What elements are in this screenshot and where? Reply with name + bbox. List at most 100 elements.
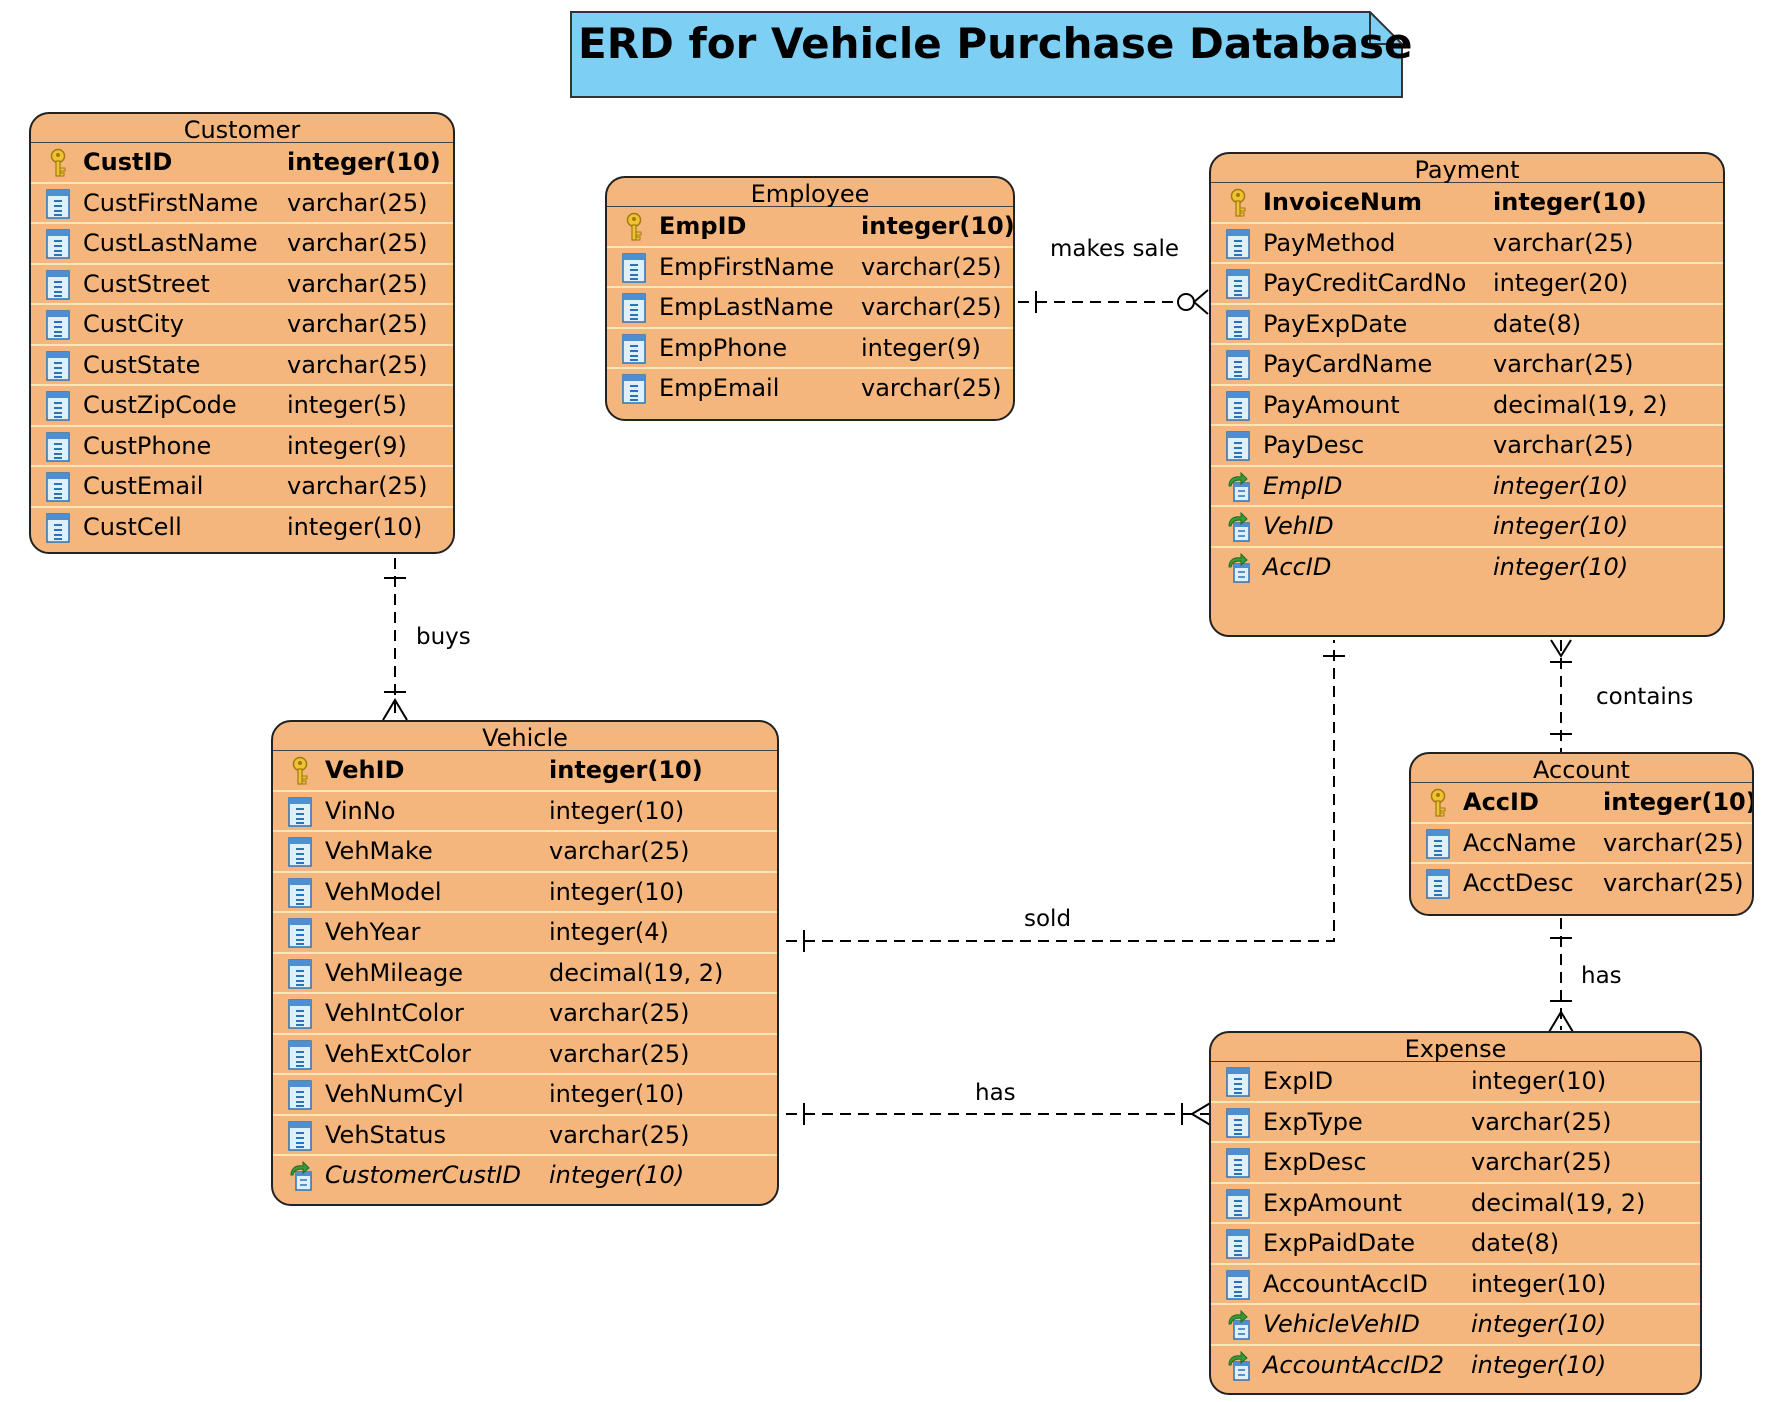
attribute-type: decimal(19, 2)	[1471, 1188, 1646, 1217]
foreign-key-icon	[1225, 471, 1251, 502]
attribute-name: CustCity	[83, 310, 184, 338]
attribute-name: PayExpDate	[1263, 309, 1408, 338]
attribute-type: integer(9)	[861, 333, 981, 362]
rel-label-buys: buys	[416, 624, 471, 650]
expense-attribute-row[interactable]: ExpAmount decimal(19, 2)	[1211, 1184, 1700, 1224]
column-icon	[1225, 431, 1251, 461]
attribute-type: varchar(25)	[1471, 1107, 1612, 1136]
attribute-name: PayDesc	[1263, 431, 1365, 459]
attribute-type: integer(10)	[549, 1161, 685, 1189]
column-icon	[1225, 390, 1251, 421]
primary-key-icon	[1225, 188, 1251, 218]
attribute-name: ExpDesc	[1263, 1148, 1367, 1176]
column-icon	[45, 310, 71, 340]
vehicle-attribute-row[interactable]: VinNo integer(10)	[273, 792, 777, 832]
attribute-type: integer(10)	[549, 796, 685, 825]
attribute-name: CustomerCustID	[325, 1161, 522, 1189]
primary-key-icon	[45, 148, 71, 178]
rel-label-has-vehicle-expense: has	[975, 1080, 1016, 1106]
attribute-name: ExpAmount	[1263, 1188, 1402, 1217]
attribute-name: VehModel	[325, 877, 442, 906]
attribute-type: integer(10)	[1471, 1269, 1607, 1298]
payment-attribute-row[interactable]: EmpID integer(10)	[1211, 467, 1723, 507]
attribute-name: EmpID	[1263, 471, 1343, 500]
attribute-name: AccID	[1463, 788, 1539, 816]
attribute-name: VehIntColor	[325, 999, 464, 1027]
attribute-name: ExpPaidDate	[1263, 1229, 1415, 1257]
primary-key-icon	[287, 756, 313, 786]
foreign-key-icon	[1225, 511, 1251, 542]
attribute-type: integer(10)	[1493, 471, 1629, 500]
column-icon	[287, 1080, 313, 1110]
attribute-type: varchar(25)	[1603, 828, 1744, 857]
attribute-type: varchar(25)	[549, 1120, 690, 1149]
attribute-name: CustEmail	[83, 472, 204, 500]
attribute-name: VehYear	[325, 918, 421, 946]
attribute-name: CustZipCode	[83, 391, 237, 419]
expense-attribute-row[interactable]: AccountAccID integer(10)	[1211, 1265, 1700, 1305]
attribute-type: integer(20)	[1493, 269, 1629, 297]
attribute-name: VehID	[1263, 512, 1334, 540]
expense-attribute-row[interactable]: ExpPaidDate date(8)	[1211, 1224, 1700, 1265]
attribute-name: AccountAccID	[1263, 1269, 1428, 1298]
diagram-title: ERD for Vehicle Purchase Database	[578, 19, 1413, 68]
vehicle-attribute-row[interactable]: CustomerCustID integer(10)	[273, 1156, 777, 1195]
column-icon	[621, 374, 647, 404]
attribute-name: EmpID	[659, 212, 747, 240]
attribute-name: VinNo	[325, 796, 396, 825]
attribute-type: date(8)	[1471, 1229, 1560, 1257]
column-icon	[287, 1120, 313, 1151]
makes-sale-crow-foot	[1192, 289, 1209, 315]
entity-name-employee: Employee	[607, 178, 1013, 208]
entity-name-customer: Customer	[31, 114, 453, 144]
entity-name-vehicle: Vehicle	[273, 722, 777, 752]
